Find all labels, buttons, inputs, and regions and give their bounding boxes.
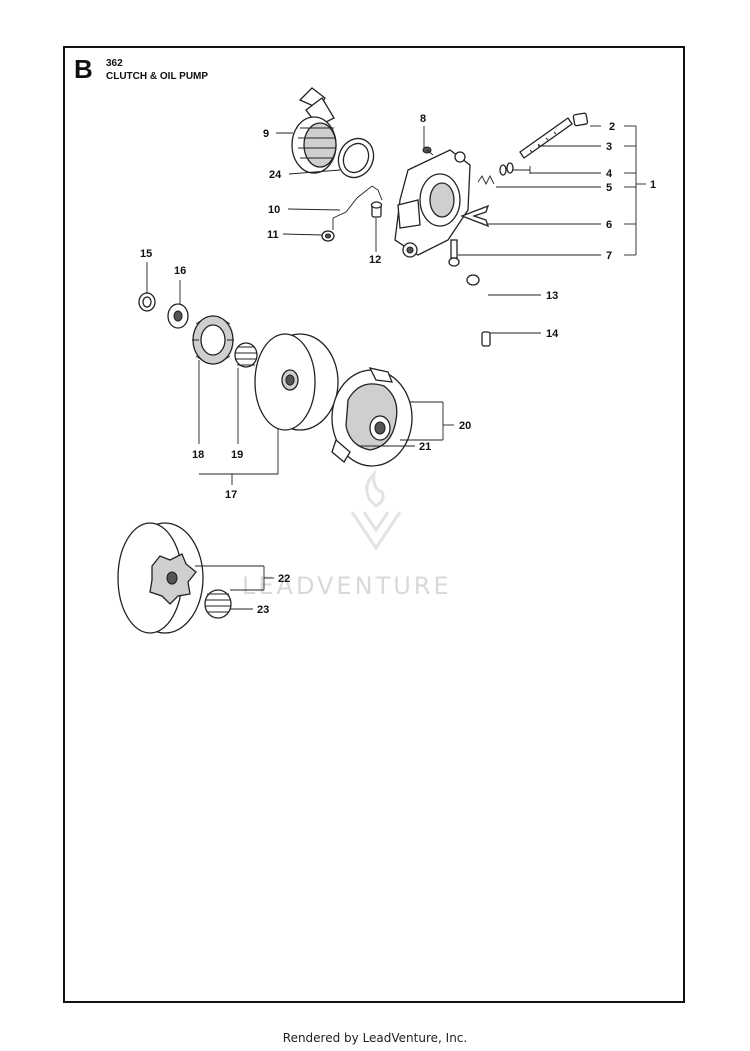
callout-5: 5	[606, 182, 612, 194]
callout-4: 4	[606, 168, 613, 180]
callout-8: 8	[420, 113, 426, 125]
clutch-part	[331, 367, 413, 467]
callout-23: 23	[257, 604, 269, 616]
callout-3: 3	[606, 141, 612, 153]
callout-9: 9	[263, 128, 269, 140]
nut-part-11	[321, 230, 335, 242]
oil-pump-body	[394, 149, 471, 258]
clip-part-6	[460, 204, 490, 228]
model-number: 362	[106, 58, 123, 69]
section-letter: B	[74, 54, 93, 84]
callout-24: 24	[269, 169, 282, 181]
callout-21: 21	[419, 441, 431, 453]
watermark: LEADVENTURE	[242, 572, 452, 600]
callout-7: 7	[606, 250, 612, 262]
rim-sprocket-part	[192, 315, 234, 365]
washer-part-15	[138, 292, 156, 312]
washer-part-16	[167, 303, 189, 329]
callout-10: 10	[268, 204, 280, 216]
diagram-title: CLUTCH & OIL PUMP	[106, 71, 209, 82]
callout-labels: 1 2 3 4 5 6 7 8 9 10 11 12 13 14 15 16 1…	[140, 113, 656, 616]
callout-13: 13	[546, 290, 558, 302]
callout-15: 15	[140, 248, 152, 260]
needle-bearing-part-23	[204, 589, 232, 619]
callout-1: 1	[650, 179, 656, 191]
needle-bearing-part-19	[234, 342, 258, 368]
callout-12: 12	[369, 254, 381, 266]
callout-16: 16	[174, 265, 186, 277]
washer-parts	[477, 162, 514, 186]
callout-2: 2	[609, 121, 615, 133]
screw-part-8	[422, 146, 434, 156]
pump-shaft-part	[519, 112, 589, 159]
callout-11: 11	[267, 229, 279, 241]
footer-credit: Rendered by LeadVenture, Inc.	[282, 1031, 468, 1045]
leader-lines	[146, 125, 646, 610]
worm-gear-part	[291, 87, 337, 174]
clutch-drum-part	[254, 333, 339, 431]
watermark-logo	[350, 469, 402, 551]
callout-20: 20	[459, 420, 471, 432]
oil-pipe-part	[332, 185, 383, 230]
fitting-part-12	[370, 201, 383, 218]
callout-18: 18	[192, 449, 204, 461]
callout-6: 6	[606, 219, 612, 231]
diagram-frame	[63, 46, 685, 1003]
callout-22: 22	[278, 573, 290, 585]
spur-sprocket-drum-part	[117, 522, 204, 634]
adjusting-screw-part	[448, 239, 460, 267]
callout-19: 19	[231, 449, 243, 461]
oil-hose-part	[466, 274, 491, 347]
callout-14: 14	[546, 328, 559, 340]
callout-17: 17	[225, 489, 237, 501]
o-ring-part	[337, 137, 375, 179]
